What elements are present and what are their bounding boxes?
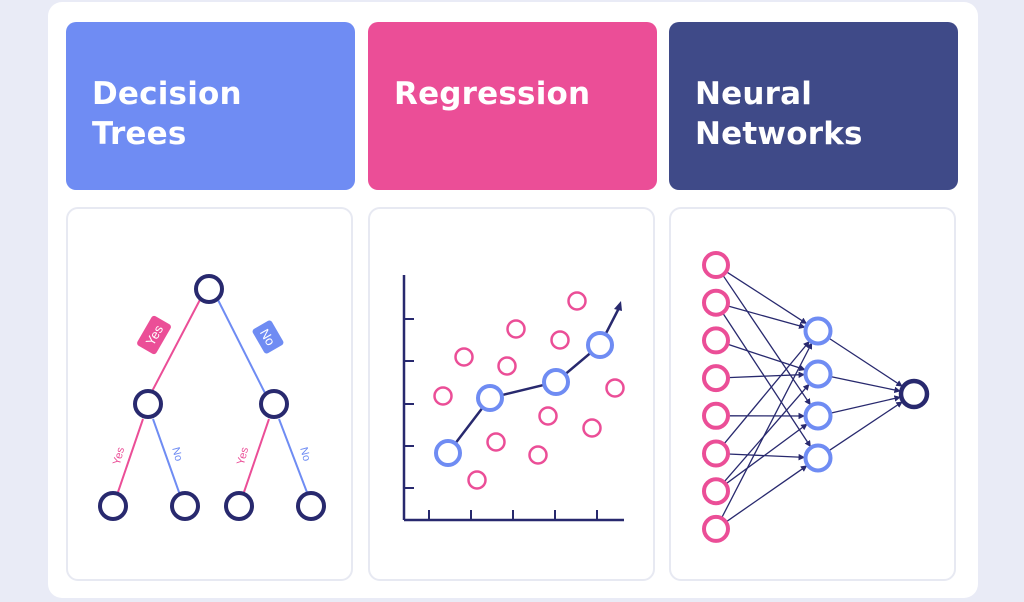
scatter-point	[528, 445, 548, 465]
tree-edge	[116, 418, 144, 496]
tree-leaf-node	[224, 491, 254, 521]
network-edge	[830, 395, 901, 414]
hidden-neuron	[803, 316, 833, 346]
scatter-point	[538, 406, 558, 426]
edge-label-yes: Yes	[235, 446, 251, 467]
card-title: Neural Networks	[695, 74, 958, 154]
network-edge	[828, 337, 903, 387]
input-neuron	[702, 288, 730, 317]
tree-leaf-node	[170, 491, 200, 521]
decision-tree-panel: Yes No Yes No Yes No	[66, 207, 353, 581]
network-edge	[727, 343, 806, 371]
edge-label-yes: Yes	[111, 446, 127, 467]
scatter-point	[605, 378, 625, 398]
network-edge	[725, 423, 808, 485]
tree-edge	[278, 418, 309, 496]
neural-network-diagram	[702, 251, 930, 543]
network-edge	[828, 401, 903, 452]
tree-node	[133, 389, 163, 419]
card-regression: Regression	[368, 22, 657, 190]
edge-label-no: No	[169, 446, 184, 463]
scatter-point	[486, 432, 506, 452]
scatter-regression-plot	[402, 275, 625, 522]
hidden-neuron	[803, 443, 833, 473]
scatter-point	[550, 330, 570, 350]
scatter-point	[582, 418, 602, 438]
neural-network-panel	[669, 207, 956, 581]
input-neuron	[702, 477, 730, 506]
tree-leaf-node	[98, 491, 128, 521]
network-edge	[725, 465, 808, 523]
network-edge	[727, 453, 806, 461]
no-badge: No	[252, 320, 284, 354]
trend-point	[476, 384, 504, 412]
input-neuron	[702, 514, 730, 543]
network-edge	[830, 375, 901, 394]
trend-point	[542, 368, 570, 396]
card-title: Decision Trees	[92, 74, 355, 154]
scatter-point	[567, 291, 587, 311]
tree-edge	[242, 418, 270, 496]
network-edge	[723, 383, 810, 483]
scatter-point	[506, 319, 526, 339]
network-edge	[727, 305, 806, 329]
scatter-point	[454, 347, 474, 367]
card-title-line: Neural	[695, 76, 813, 112]
tree-edge	[147, 293, 204, 400]
network-edge	[723, 340, 810, 445]
hidden-neuron	[803, 359, 833, 389]
trend-point	[434, 439, 462, 467]
network-edge	[725, 270, 808, 325]
scatter-point	[497, 356, 517, 376]
card-neural-networks: Neural Networks	[669, 22, 958, 190]
card-title: Regression	[394, 74, 657, 114]
input-neuron	[702, 251, 730, 279]
trend-arrow-head	[614, 301, 622, 311]
input-neuron	[702, 326, 730, 355]
edge-label-no: No	[297, 446, 312, 463]
tree-leaf-node	[296, 491, 326, 521]
card-title-line: Trees	[92, 116, 187, 152]
no-badge-label: No	[257, 326, 278, 348]
network-edge	[727, 371, 806, 379]
network-edges	[720, 270, 903, 523]
card-title-line: Decision	[92, 76, 242, 112]
trend-point	[586, 331, 614, 359]
network-nodes	[702, 251, 930, 543]
scatter-point	[433, 386, 453, 406]
output-neuron	[898, 378, 930, 410]
tree-root-node	[194, 274, 224, 304]
card-title-line: Networks	[695, 116, 863, 152]
decision-tree-diagram: Yes No Yes No Yes No	[98, 274, 326, 521]
network-edge	[720, 342, 813, 519]
hidden-neuron	[803, 401, 833, 431]
tree-edge	[152, 418, 181, 496]
regression-panel	[368, 207, 655, 581]
yes-badge: Yes	[137, 315, 171, 355]
card-decision-trees: Decision Trees	[66, 22, 355, 190]
input-neuron	[702, 439, 730, 468]
scatter-point	[467, 470, 487, 490]
network-edge	[722, 274, 811, 406]
input-neuron	[702, 364, 730, 393]
tree-node	[259, 389, 289, 419]
input-neuron	[702, 401, 730, 430]
tree-edge	[214, 293, 269, 400]
card-title-line: Regression	[394, 76, 591, 112]
network-edge	[722, 312, 812, 448]
